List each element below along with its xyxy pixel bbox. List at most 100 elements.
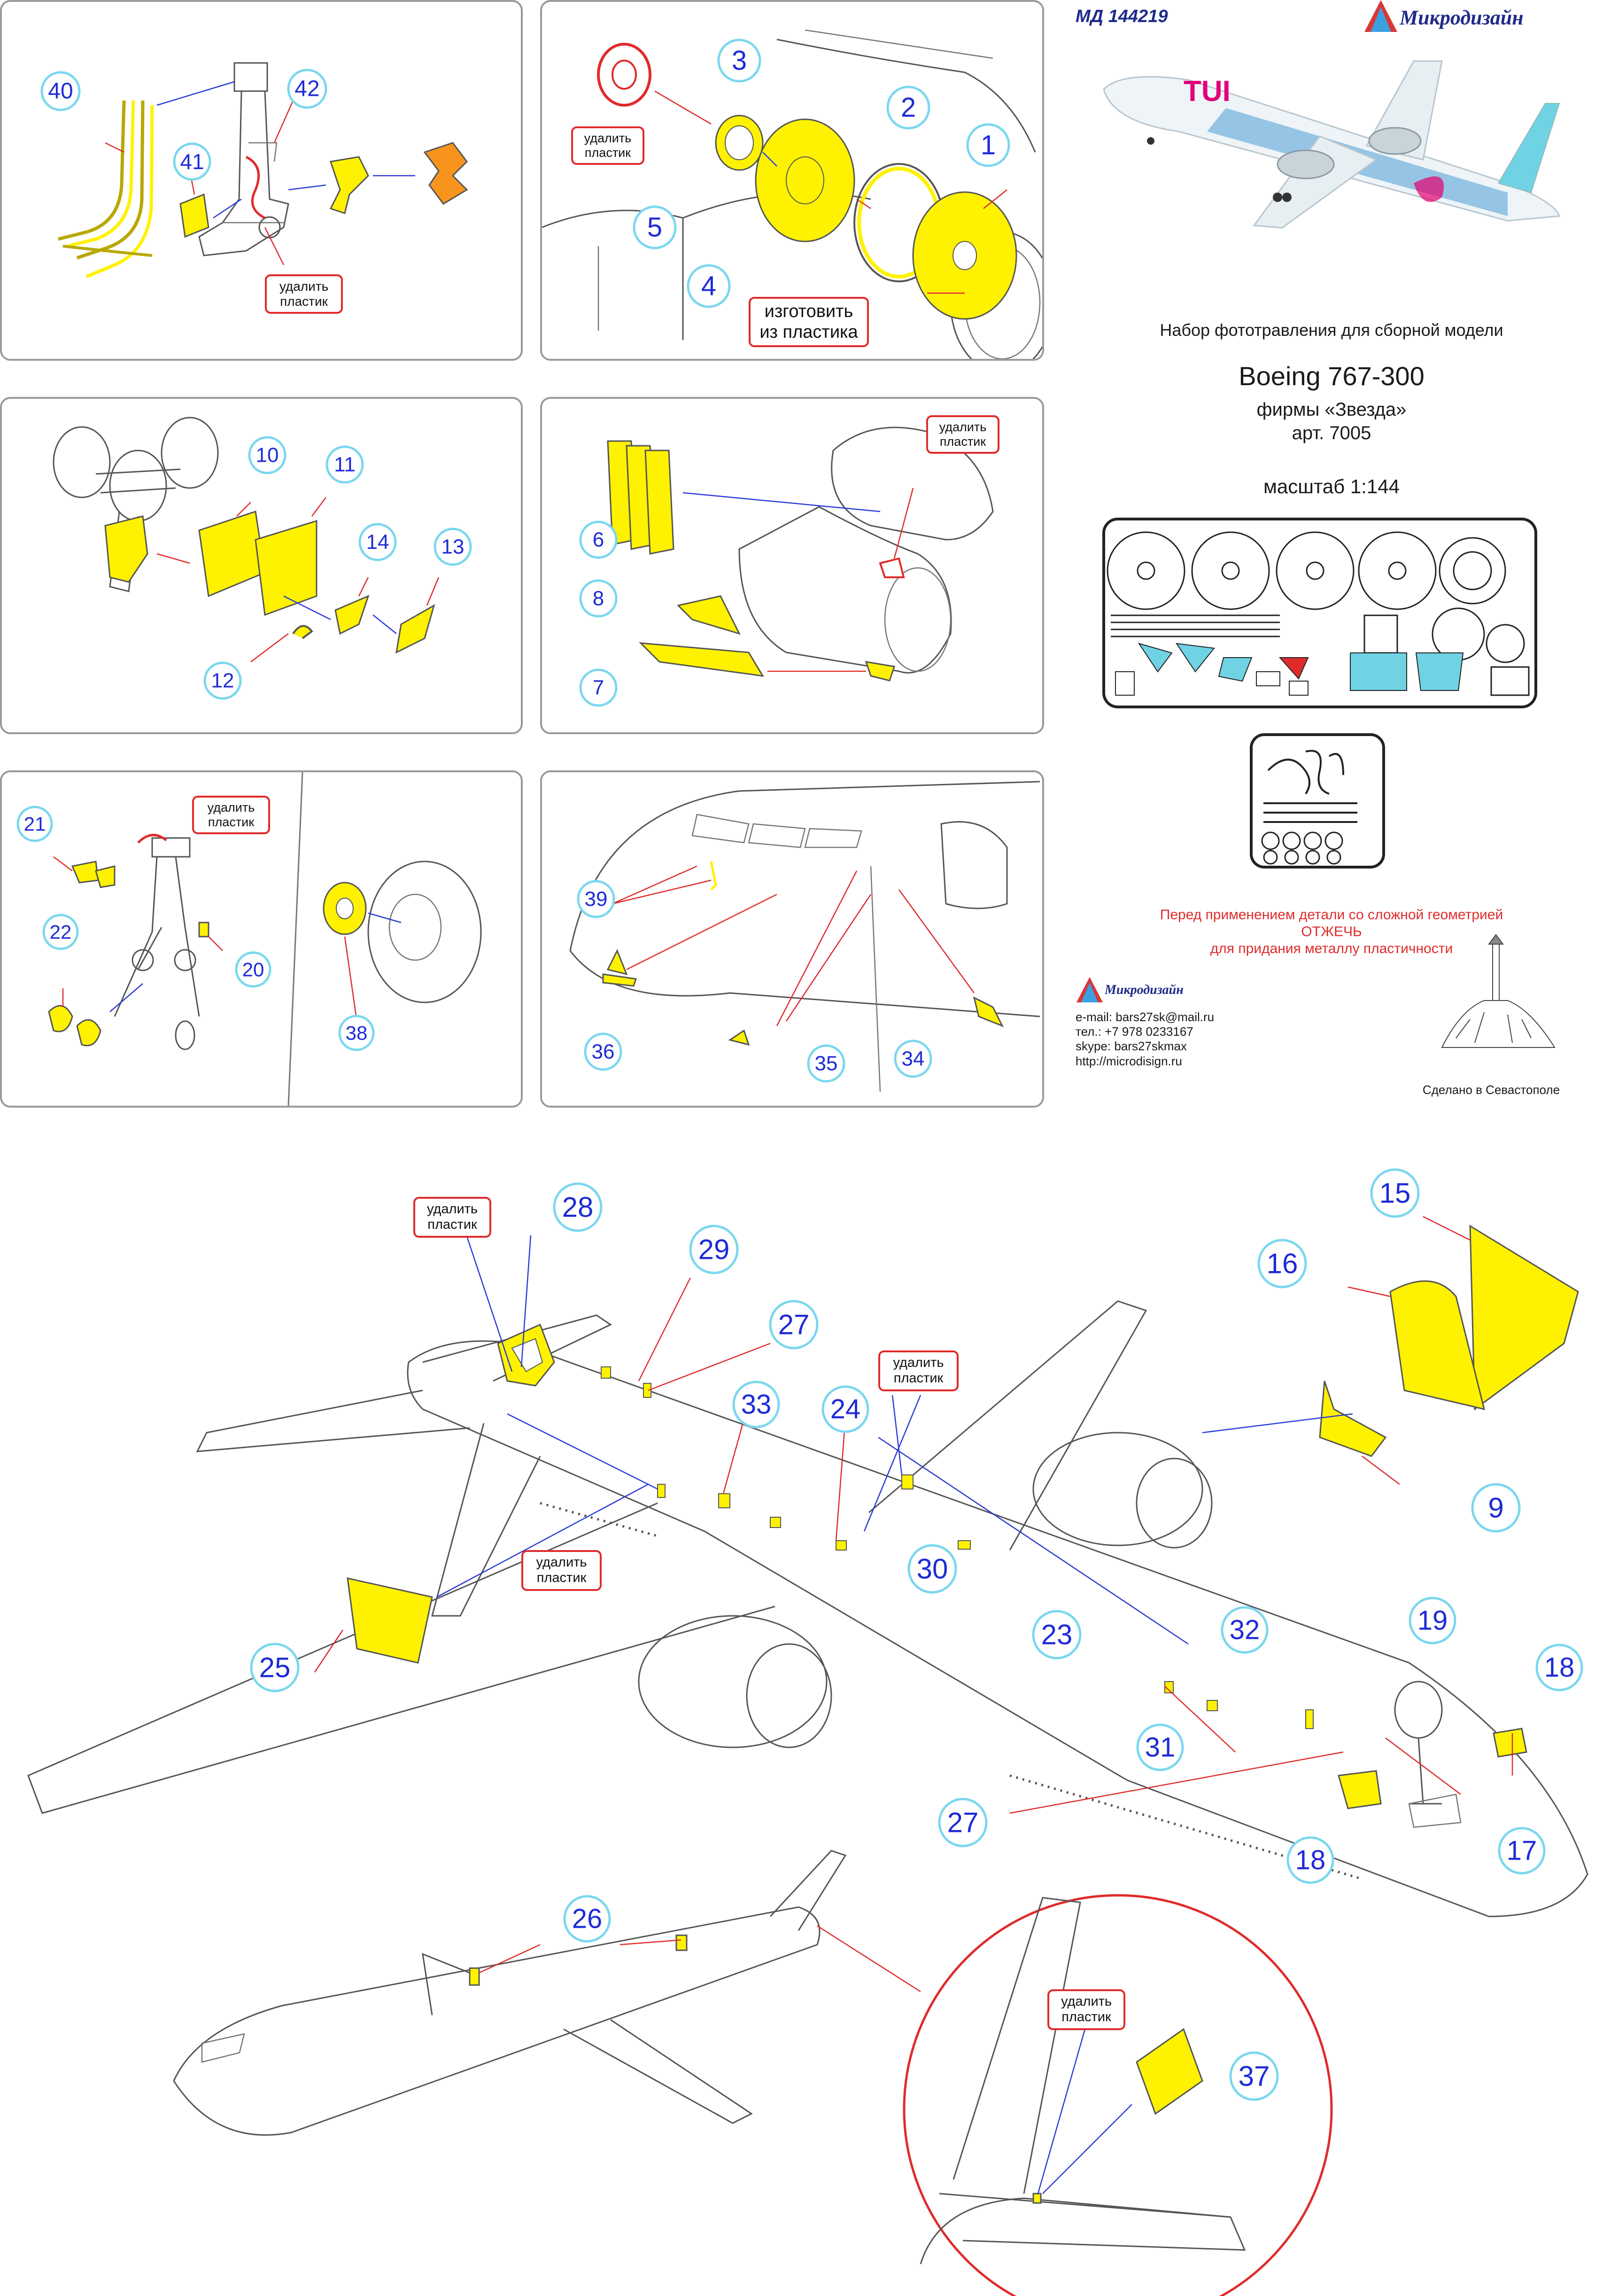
callout-22: 22 (42, 914, 79, 950)
part-22-left (48, 1005, 73, 1032)
callout-39: 39 (577, 880, 615, 918)
svg-text:31: 31 (1145, 1732, 1176, 1763)
part-11 (255, 520, 318, 616)
callout-8: 8 (579, 579, 618, 618)
callout-9: 9 (1471, 1483, 1521, 1533)
svg-text:41: 41 (180, 149, 204, 174)
main-aircraft-diagram: 28 29 27 33 24 15 16 9 30 23 25 32 19 18… (27, 1168, 1588, 2296)
panel-1-drawing: 40 42 41 (40, 62, 468, 279)
svg-text:20: 20 (242, 959, 264, 981)
part-15 (1469, 1225, 1579, 1411)
callout-25: 25 (250, 1643, 300, 1692)
callout-1: 1 (966, 123, 1010, 167)
svg-text:25: 25 (259, 1652, 291, 1683)
gear-strut-drawing (198, 62, 289, 256)
svg-text:33: 33 (741, 1389, 772, 1420)
arrow (264, 227, 285, 265)
contacts-logo-mark (1076, 977, 1103, 1002)
svg-text:35: 35 (815, 1052, 838, 1075)
callout-19: 19 (1409, 1597, 1456, 1644)
arrow (612, 879, 712, 905)
callout-27-top: 27 (769, 1300, 819, 1350)
arrow (273, 100, 294, 143)
warning-line-1: Перед применением детали со сложной геом… (1160, 907, 1503, 923)
arrow (109, 983, 143, 1012)
callout-26: 26 (563, 1895, 611, 1943)
svg-text:1: 1 (981, 130, 996, 161)
callout-6: 6 (579, 520, 618, 559)
panel-3-drawing: 10 11 14 13 12 (53, 417, 472, 700)
panel-2-drawing: 3 2 1 5 4 (542, 29, 1042, 359)
pe-fret-main (1102, 518, 1537, 708)
arrow (372, 614, 397, 634)
callout-28: 28 (553, 1182, 603, 1232)
arrow (626, 893, 777, 970)
contacts-email[interactable]: e-mail: bars27sk@mail.ru (1076, 1010, 1215, 1024)
part-6-stack (607, 440, 674, 555)
part-7 (639, 642, 764, 677)
svg-text:19: 19 (1417, 1606, 1448, 1636)
part-22-right (76, 1019, 101, 1047)
callout-11: 11 (325, 445, 364, 484)
callout-23: 23 (1032, 1610, 1082, 1660)
svg-text:14: 14 (366, 531, 389, 554)
part-34 (973, 996, 1004, 1027)
contacts-skype: skype: bars27skmax (1076, 1039, 1187, 1054)
arrow (236, 502, 251, 517)
arrow (612, 865, 697, 905)
svg-text:9: 9 (1488, 1492, 1503, 1524)
callout-18-right: 18 (1535, 1644, 1583, 1691)
part-1-fan (912, 191, 1017, 320)
part-gear-door-fitted (104, 515, 148, 583)
part-41 (179, 193, 209, 238)
part-18-left (1338, 1770, 1382, 1809)
panel-6-drawing: 39 36 35 34 (569, 781, 1040, 1092)
model-name: Boeing 767-300 (1239, 361, 1425, 391)
svg-text:3: 3 (732, 46, 747, 76)
nose-gear-drawing (114, 834, 200, 1050)
arrow (856, 198, 871, 209)
svg-text:22: 22 (50, 921, 72, 943)
contacts-site[interactable]: http://microdisign.ru (1076, 1054, 1182, 1068)
svg-text:34: 34 (902, 1047, 925, 1070)
pe-fret-secondary (1250, 733, 1385, 869)
callout-10: 10 (248, 436, 287, 474)
part-4-fan-disk (755, 118, 855, 242)
contacts-brand: Микродизайн (1105, 983, 1184, 997)
part-10 (198, 511, 266, 597)
arrow (213, 198, 242, 219)
callout-12: 12 (203, 661, 242, 700)
callout-5: 5 (633, 205, 677, 249)
part-13 (395, 604, 435, 654)
svg-text:23: 23 (1041, 1619, 1073, 1651)
callout-13: 13 (434, 527, 472, 566)
panel-gear-bogie: 10 11 14 13 12 (0, 397, 523, 734)
part-37 (1136, 2028, 1203, 2115)
svg-text:40: 40 (48, 79, 73, 104)
arrow (358, 577, 369, 597)
svg-text:26: 26 (572, 1904, 603, 1934)
callout-7: 7 (579, 668, 618, 707)
svg-text:18: 18 (1544, 1652, 1575, 1683)
arrow (53, 856, 73, 871)
part-40-wires (58, 100, 154, 279)
aircraft-outline-large (27, 1300, 1588, 1917)
part-36 (606, 949, 628, 976)
arrow (983, 189, 1007, 209)
svg-text:24: 24 (830, 1394, 861, 1425)
svg-text:15: 15 (1379, 1178, 1411, 1209)
contacts-phone: тел.: +7 978 0233167 (1076, 1024, 1193, 1039)
arrow (105, 142, 124, 153)
arrow (785, 894, 872, 1022)
part-18-right (1493, 1728, 1527, 1758)
svg-text:39: 39 (585, 888, 608, 911)
